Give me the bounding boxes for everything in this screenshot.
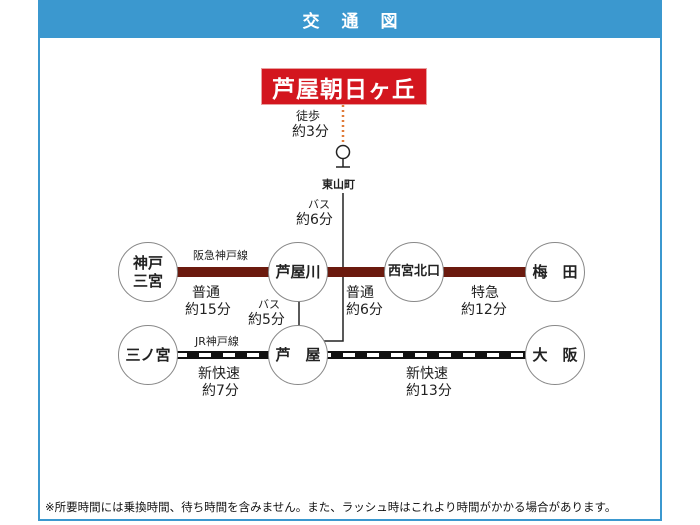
bus2-time: 約5分 bbox=[248, 312, 285, 328]
jr-seg2-type: 新快速 bbox=[406, 366, 448, 382]
station-umeda: 梅 田 bbox=[525, 242, 585, 302]
bus2-mode: バス bbox=[258, 298, 280, 311]
jr-line-name: JR神戸線 bbox=[195, 335, 239, 348]
bus-stop-name: 東山町 bbox=[322, 178, 355, 191]
station-ashiyagawa: 芦屋川 bbox=[268, 242, 328, 302]
hankyu-seg2-type: 普通 bbox=[346, 285, 374, 301]
bus-mode: バス bbox=[308, 198, 330, 211]
hankyu-seg3-type: 特急 bbox=[471, 285, 499, 301]
bus-time: 約6分 bbox=[296, 212, 333, 228]
station-ashiya: 芦 屋 bbox=[268, 325, 328, 385]
header-title: 交通図 bbox=[38, 0, 662, 38]
station-kobe-sannomiya: 神戸 三宮 bbox=[118, 242, 178, 302]
hankyu-seg1-time: 約15分 bbox=[185, 302, 231, 318]
jr-seg1-type: 新快速 bbox=[198, 366, 240, 382]
jr-seg1-time: 約7分 bbox=[202, 383, 239, 399]
station-sannomiya: 三ノ宮 bbox=[118, 325, 178, 385]
hankyu-seg1-type: 普通 bbox=[192, 285, 220, 301]
jr-seg2-time: 約13分 bbox=[406, 383, 452, 399]
walk-time: 約3分 bbox=[292, 124, 329, 140]
walk-mode: 徒歩 bbox=[296, 109, 321, 123]
bus-stop-icon bbox=[335, 144, 351, 168]
map-frame bbox=[38, 0, 662, 521]
bus-route-higashiyamacho bbox=[320, 193, 344, 342]
station-nishinomiya-kitaguchi: 西宮北口 bbox=[384, 242, 444, 302]
hankyu-seg3-time: 約12分 bbox=[461, 302, 507, 318]
station-osaka: 大 阪 bbox=[525, 325, 585, 385]
hankyu-seg2-time: 約6分 bbox=[346, 302, 383, 318]
footnote: ※所要時間には乗換時間、待ち時間を含みません。また、ラッシュ時はこれより時間がか… bbox=[45, 500, 617, 514]
hankyu-line-name: 阪急神戸線 bbox=[193, 249, 248, 262]
destination-label: 芦屋朝日ヶ丘 bbox=[262, 69, 426, 104]
